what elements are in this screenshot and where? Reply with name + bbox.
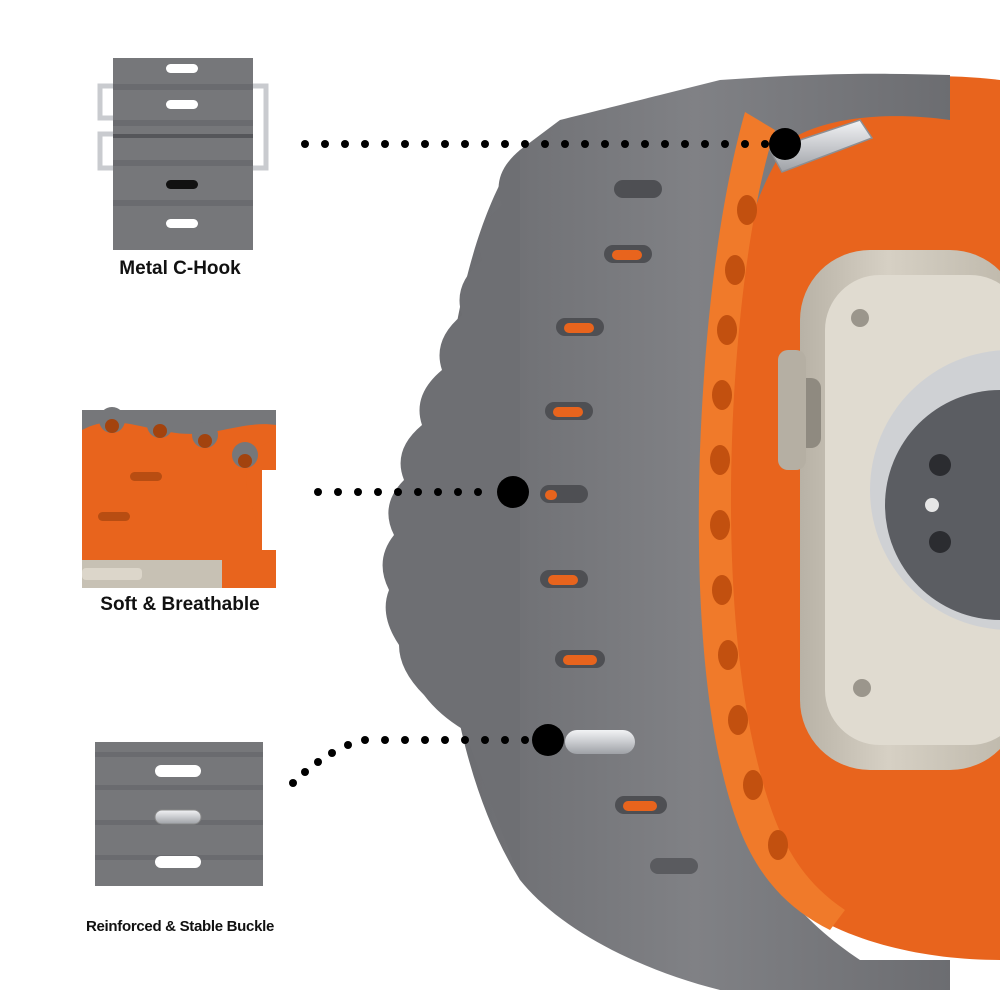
callout-line-soft: [314, 476, 529, 508]
sensor-icon: [925, 454, 951, 553]
rim-holes: [710, 195, 788, 860]
soft-breathable-label: Soft & Breathable: [100, 594, 260, 615]
callout-dot-buckle: [532, 724, 564, 756]
watch-case: [778, 250, 1000, 770]
screw-icon: [853, 679, 871, 697]
callout-dot-soft: [497, 476, 529, 508]
metal-c-hook: [768, 119, 874, 173]
inset-stable-buckle: [95, 742, 263, 886]
screw-icon: [851, 309, 869, 327]
main-watch-band: [382, 73, 1000, 991]
callout-lines: [289, 128, 801, 787]
callout-line-hook: [301, 128, 801, 160]
callout-line-buckle: [289, 724, 564, 787]
inset-soft-breathable: [82, 407, 276, 588]
band-slots: [540, 180, 698, 874]
inset-metal-c-hook: [97, 58, 269, 250]
stable-buckle-label: Reinforced & Stable Buckle: [85, 918, 275, 935]
callout-dot-hook: [769, 128, 801, 160]
metal-c-hook-label: Metal C-Hook: [119, 258, 241, 279]
gray-outer-band: [440, 73, 950, 991]
